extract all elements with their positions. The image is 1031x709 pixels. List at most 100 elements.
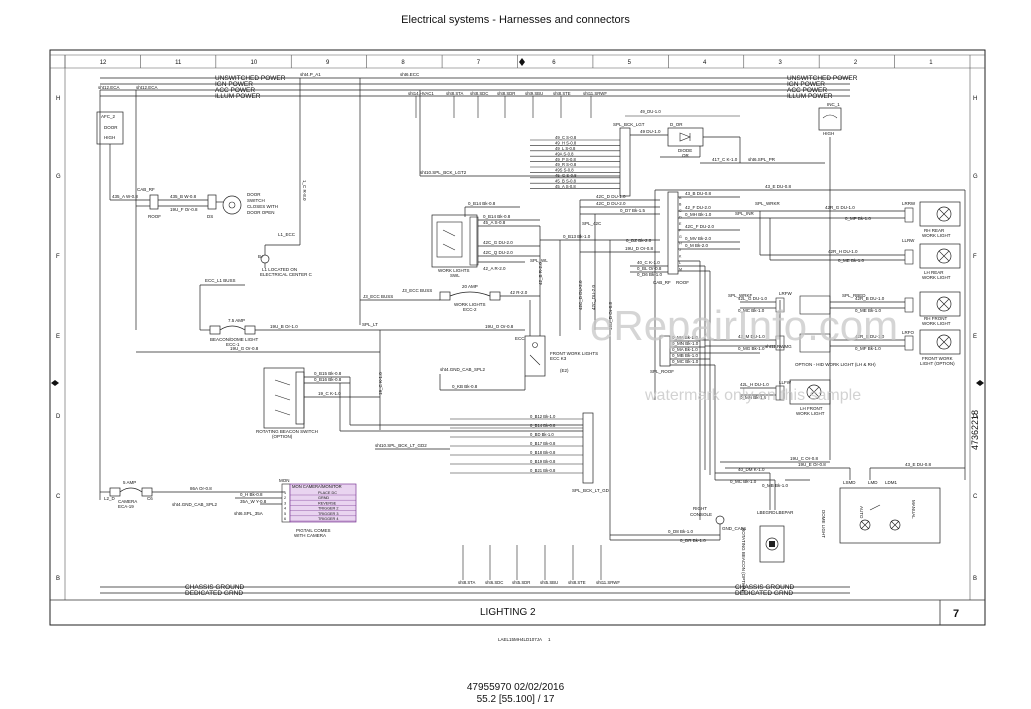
svg-text:CLOSES WITH: CLOSES WITH [247, 204, 278, 209]
row-label-right: H [973, 96, 977, 102]
svg-text:19U_G Or-0.8: 19U_G Or-0.8 [230, 346, 259, 351]
svg-text:WORK LIGHTS: WORK LIGHTS [454, 302, 486, 307]
svg-text:sht10.SPL_BCK_LT_GD2: sht10.SPL_BCK_LT_GD2 [375, 443, 427, 448]
svg-text:WITH CAMERA: WITH CAMERA [294, 533, 326, 538]
svg-text:42C_Q DU-2.0: 42C_Q DU-2.0 [483, 250, 513, 255]
column-label: 12 [100, 60, 107, 66]
svg-text:DIODE: DIODE [678, 148, 692, 153]
svg-text:(E2): (E2) [560, 368, 569, 373]
svg-text:19U_O Or-0.8: 19U_O Or-0.8 [485, 324, 514, 329]
svg-text:ROTATING BEACON (OPTION): ROTATING BEACON (OPTION) [741, 528, 746, 593]
svg-text:49 DU-1.0: 49 DU-1.0 [640, 129, 661, 134]
page-title: Electrical systems - Harnesses and conne… [401, 14, 630, 26]
svg-text:DS: DS [207, 214, 213, 219]
svg-text:19U_D Or-0.8: 19U_D Or-0.8 [625, 246, 654, 251]
svg-text:AFC_2: AFC_2 [101, 114, 116, 119]
ground-left-chassis: CHASSIS GROUND [185, 584, 245, 591]
svg-text:0_MH Bk-1.0: 0_MH Bk-1.0 [685, 212, 712, 217]
svg-text:DOOR: DOOR [104, 125, 118, 130]
svg-text:OPTION - HID WORK LIGHT (LH &: OPTION - HID WORK LIGHT (LH & RH) [795, 362, 876, 367]
svg-text:ELECTRICAL CENTER C: ELECTRICAL CENTER C [260, 272, 313, 277]
svg-text:42R_E DU-1.0: 42R_E DU-1.0 [855, 334, 885, 339]
bck-lgt-wire: 45_G S-0.8 [555, 173, 577, 178]
svg-text:sht6.SPL_35A: sht6.SPL_35A [234, 511, 263, 516]
svg-text:WORK LIGHT: WORK LIGHT [922, 321, 951, 326]
roof-pin: J [679, 248, 681, 252]
svg-text:0_MA Bk-1.0: 0_MA Bk-1.0 [672, 347, 698, 352]
column-label: 5 [628, 60, 632, 66]
svg-text:86A Or-0.8: 86A Or-0.8 [190, 486, 212, 491]
svg-text:417_C K-1.0: 417_C K-1.0 [712, 157, 738, 162]
svg-text:ECC-1: ECC-1 [226, 342, 240, 347]
svg-text:PIGTAIL COMES: PIGTAIL COMES [296, 528, 331, 533]
svg-text:42_M DU-1.0: 42_M DU-1.0 [738, 334, 765, 339]
tag-eca-2: sht12.ECA [136, 85, 158, 90]
lh-front-work-light: 42L_H DU-1.0 0_MH Bk-1.0 LLFW LH FRONT W… [740, 379, 831, 416]
svg-text:0_MH Bk-1.0: 0_MH Bk-1.0 [740, 395, 767, 400]
svg-text:INC_1: INC_1 [827, 102, 840, 107]
svg-text:ROTATING BEACON SWITCH: ROTATING BEACON SWITCH [256, 429, 318, 434]
svg-text:SPL_ROOF: SPL_ROOF [650, 369, 674, 374]
row-label-left: C [56, 494, 61, 500]
svg-text:0_MC Bk-1.0: 0_MC Bk-1.0 [738, 308, 765, 313]
row-label-right: B [973, 576, 977, 582]
svg-text:0_D6 Bk-1.0: 0_D6 Bk-1.0 [637, 272, 663, 277]
svg-text:ECA-19: ECA-19 [118, 504, 134, 509]
bck-lgt-wire: 49S S-0.8 [555, 168, 574, 173]
bus-left-illum: ILLUM POWER [215, 93, 261, 100]
svg-text:435_B W-0.8: 435_B W-0.8 [170, 194, 197, 199]
ground-tag: sht11.SRWF [596, 580, 620, 585]
mon-pin: 3 [284, 501, 286, 505]
mon-pin: 1 [284, 491, 286, 495]
spl-bck-lgt: SPL_BCK_LGT 49_C S-0.849_H S-0.849_L S-0… [419, 90, 740, 197]
svg-text:CAB_RF: CAB_RF [653, 280, 671, 285]
bck-gd-wire: 0_B18 Bk-0.8 [530, 450, 556, 455]
bck-lgt-wire: 49_L S-0.8 [555, 146, 576, 151]
svg-text:43_B DU-0.8: 43_B DU-0.8 [685, 191, 712, 196]
svg-text:LIGHT (OPTION): LIGHT (OPTION) [920, 361, 955, 366]
svg-text:ROOF: ROOF [148, 214, 161, 219]
svg-text:0_MP Bk-1.0: 0_MP Bk-1.0 [845, 216, 871, 221]
svg-text:1_C R-8.0: 1_C R-8.0 [302, 180, 307, 201]
svg-text:sht6.SPL_PR: sht6.SPL_PR [748, 157, 776, 162]
mon-pin: 5 [284, 512, 286, 516]
cab-rf-door: CAB_RF 435_A W-0.8 435_B W-0.8 19U_F Or-… [112, 187, 278, 219]
svg-text:0_MC Bk-1.0: 0_MC Bk-1.0 [730, 479, 757, 484]
svg-text:LSMD: LSMD [843, 480, 856, 485]
footer-line-1: 47955970 02/02/2016 [466, 682, 565, 693]
roof-pin: L [679, 261, 681, 265]
svg-text:SPL_LT: SPL_LT [362, 322, 378, 327]
svg-text:43_E DU-0.8: 43_E DU-0.8 [905, 462, 932, 467]
dome-light: 19U_C Or-0.8 19U_E Or-0.8 43_E DU-0.8 LS… [720, 163, 965, 544]
ground-buses: CHASSIS GROUND DEDICATED GRND CHASSIS GR… [100, 584, 850, 597]
spl-bck-lt-gd: SPL_BCK_LT_GD 0_B12 Bk-1.00_B14 Bk-0.80_… [339, 377, 610, 493]
bck-lgt-wire: 49_C S-0.8 [555, 135, 577, 140]
watermark-main: eRepairInfo.com [590, 302, 898, 349]
svg-text:42C_F DU-2.0: 42C_F DU-2.0 [685, 224, 715, 229]
svg-text:DOME LIGHT: DOME LIGHT [821, 510, 826, 538]
svg-text:CAMERA: CAMERA [118, 499, 137, 504]
svg-text:0_ME Bk-1.0: 0_ME Bk-1.0 [855, 308, 882, 313]
ground-left-dedicated: DEDICATED GRND [185, 590, 243, 597]
bck-gd-wire: 0_B19 Bk-0.8 [530, 459, 556, 464]
svg-text:J3_ECC BUSS: J3_ECC BUSS [402, 288, 432, 293]
spl-42c: SPL_42C 42C_D DU-1.0 42C_D DU-2.0 0_D7 B… [530, 194, 660, 540]
tag-p-a1: sht4.P_A1 [300, 72, 321, 77]
tag-ecc: sht6.ECC [400, 72, 420, 77]
svg-text:DOOR: DOOR [247, 192, 261, 197]
svg-text:WORK LIGHT: WORK LIGHT [796, 411, 825, 416]
svg-text:ECC: ECC [515, 336, 525, 341]
illum-tag: sht8.STA [446, 91, 463, 96]
svg-text:45_A S-0.8: 45_A S-0.8 [483, 220, 506, 225]
bus-right-ign: IGN POWER [787, 81, 825, 88]
svg-text:42L_G DU-1.0: 42L_G DU-1.0 [738, 296, 768, 301]
svg-text:42_B R-2.0: 42_B R-2.0 [538, 262, 543, 285]
row-label-right: E [973, 334, 977, 340]
svg-text:CONSOLE: CONSOLE [690, 512, 712, 517]
roof-pin: B [679, 203, 682, 207]
afc-door-block: AFC_2 DOOR HIGH [96, 111, 150, 201]
bus-right-illum: ILLUM POWER [787, 93, 833, 100]
